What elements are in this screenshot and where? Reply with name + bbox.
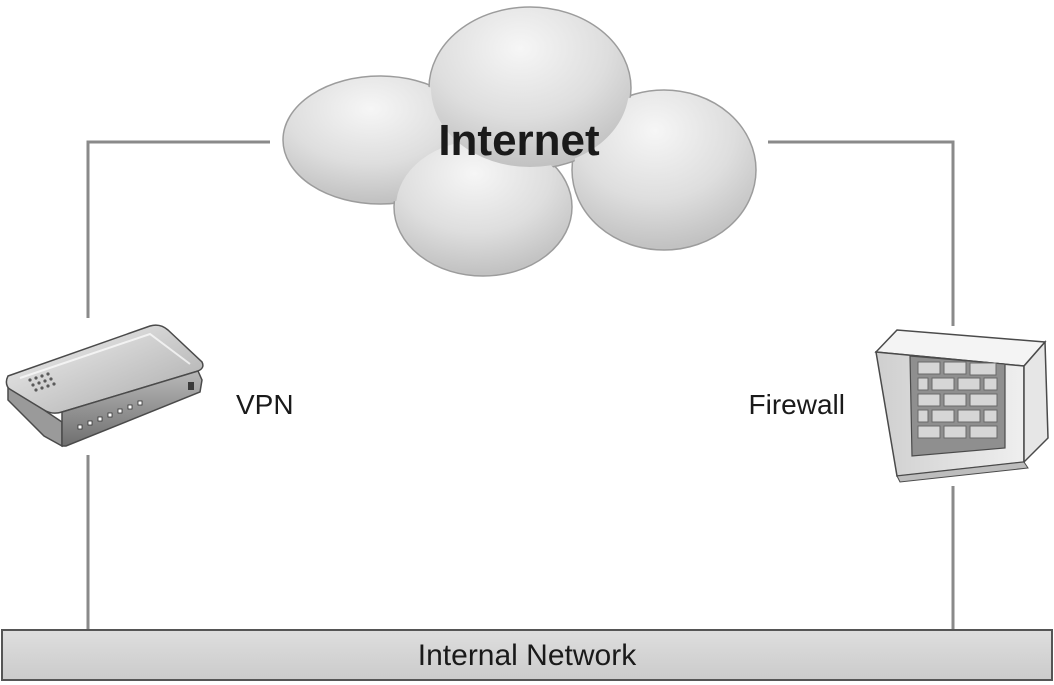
- internet-label: Internet: [438, 116, 600, 165]
- vpn-router-icon: [5, 324, 204, 448]
- vpn-device: VPN: [5, 324, 294, 448]
- connection-lines: [86, 140, 955, 630]
- internal-network-label: Internal Network: [418, 639, 637, 672]
- internet-cloud: Internet: [282, 6, 757, 277]
- firewall-label: Firewall: [749, 389, 845, 420]
- vpn-label: VPN: [236, 389, 294, 420]
- cloud-fill-cover: [285, 9, 754, 274]
- link-internet-to-firewall: [768, 140, 955, 326]
- firewall-brick-icon: [874, 329, 1049, 483]
- link-internet-to-vpn: [86, 140, 270, 318]
- internal-network-bar: Internal Network: [1, 629, 1053, 681]
- firewall-device: Firewall: [749, 329, 1049, 483]
